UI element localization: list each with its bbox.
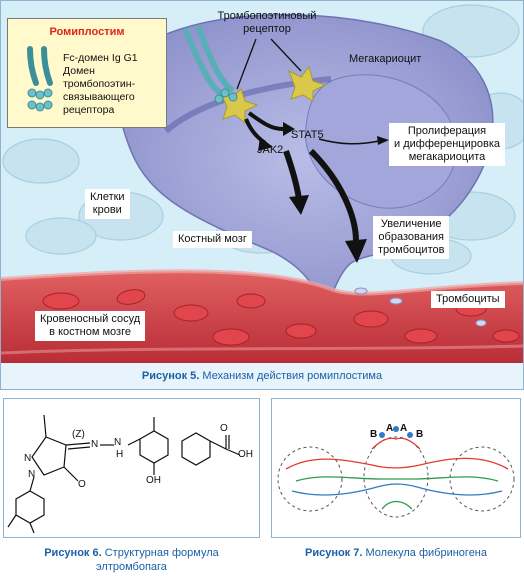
eltrombopag-structure [7,414,241,534]
z-configuration-label: (Z) [72,429,85,440]
bone-marrow-label: Костный мозг [173,231,252,248]
blood-cells-line-1: Клетки [90,191,125,203]
platelet-increase-label: Увеличение образования тромбоцитов [373,216,450,259]
proliferation-label: Пролиферация и дифференцировка мегакарио… [389,123,505,166]
megakaryocyte-label: Мегакариоцит [349,53,422,65]
proliferation-line-2: и дифференцировка [394,138,500,150]
figure-5-caption: Рисунок 5. Механизм действия ромиплостим… [1,363,523,389]
figure-7-panel: B A A B [271,398,521,538]
fc-domain-label: Fc-домен Ig G1 [63,52,138,64]
hydrazine-n: N [114,437,122,448]
figure-5-caption-number: Рисунок 5. [141,370,200,382]
receptor-label-line-1: Тромбопоэтиновый [217,10,317,22]
platelet-increase-line-1: Увеличение [380,218,442,230]
receptor-label: Тромбопоэтиновый рецептор [209,10,325,36]
carbonyl-o: O [78,479,86,490]
fibrinopeptide-a-right: A [400,423,408,434]
fibrinopeptide-b-right: B [416,429,424,440]
carboxyl-oh: OH [238,449,253,460]
figure-5-caption-text: Механизм действия ромиплостима [202,370,383,382]
platelets-label: Тромбоциты [431,291,505,308]
fibrinogen-peptide-markers [379,426,413,438]
jak2-label: JAK2 [257,144,284,156]
signal-arrows [244,111,389,263]
figure-6-caption-number: Рисунок 6. [44,547,102,559]
receptor-pointer-arrows [236,38,302,90]
binding-domain-line-4: рецептора [63,104,115,116]
romiplostim-inset: Ромиплостим Fc-домен Ig G1 Домен тромбоп… [7,18,167,128]
fibrinogen-gamma-chain [295,476,499,482]
romiplostim-domain-text: Fc-домен Ig G1 Домен тромбопоэтин- связы… [63,52,138,117]
binding-domain-line-2: тромбопоэтин- [63,78,136,90]
figure-7-caption-number: Рисунок 7. [304,547,363,559]
figure-7-caption-text: Молекула фибриногена [365,547,487,559]
platelet-increase-line-2: образования [378,231,445,243]
romiplostim-structure-icon [27,46,53,112]
figure-6-caption-text-2: элтромбопага [96,561,167,573]
figure-6-caption: Рисунок 6. Структурная формула элтромбоп… [3,546,260,574]
hydrazine-h: H [116,449,124,460]
proliferation-line-3: мегакариоцита [408,151,486,163]
azo-n: N [91,439,99,450]
thrombopoietin-receptor-right [288,65,327,102]
fibrinogen-alpha-chain [285,457,509,470]
pyrazole-n2: N [28,469,36,480]
vessel-label: Кровеносный сосуд в костном мозге [35,311,146,341]
pyrazole-n1: N [24,453,32,464]
blood-cells-line-2: крови [92,204,122,216]
vessel-label-line-2: в костном мозге [49,326,131,338]
phenol-oh: OH [146,475,161,486]
vessel-label-line-1: Кровеносный сосуд [40,313,141,325]
red-blood-cells [42,289,520,346]
bound-romiplostim-molecule [183,26,238,104]
carboxyl-o: O [220,423,228,434]
figure-6-caption-text-1: Структурная формула [104,547,219,559]
blood-cells-label: Клетки крови [85,189,130,219]
fibrinopeptide-a-left: A [386,423,394,434]
figure-5-panel: Ромиплостим Fc-домен Ig G1 Домен тромбоп… [0,0,524,390]
fibrinopeptide-b-left: B [370,429,378,440]
binding-domain-line-1: Домен [63,65,95,77]
figure-7-caption: Рисунок 7. Молекула фибриногена [271,546,521,560]
binding-domain-line-3: связывающего [63,91,135,103]
figure-6-panel: (Z) N N N N H O OH O OH [3,398,260,538]
platelet-increase-line-3: тромбоцитов [378,244,445,256]
fibrinogen-molecule-diagram [277,426,515,518]
thrombopoietin-receptor-left [217,87,259,125]
proliferation-line-1: Пролиферация [407,125,487,137]
d-domain-outlines [277,436,515,518]
receptor-label-line-2: рецептор [243,23,291,35]
fibrinogen-beta-chain [291,483,503,496]
romiplostim-title: Ромиплостим [49,26,125,38]
stat5-label: STAT5 [291,129,324,141]
